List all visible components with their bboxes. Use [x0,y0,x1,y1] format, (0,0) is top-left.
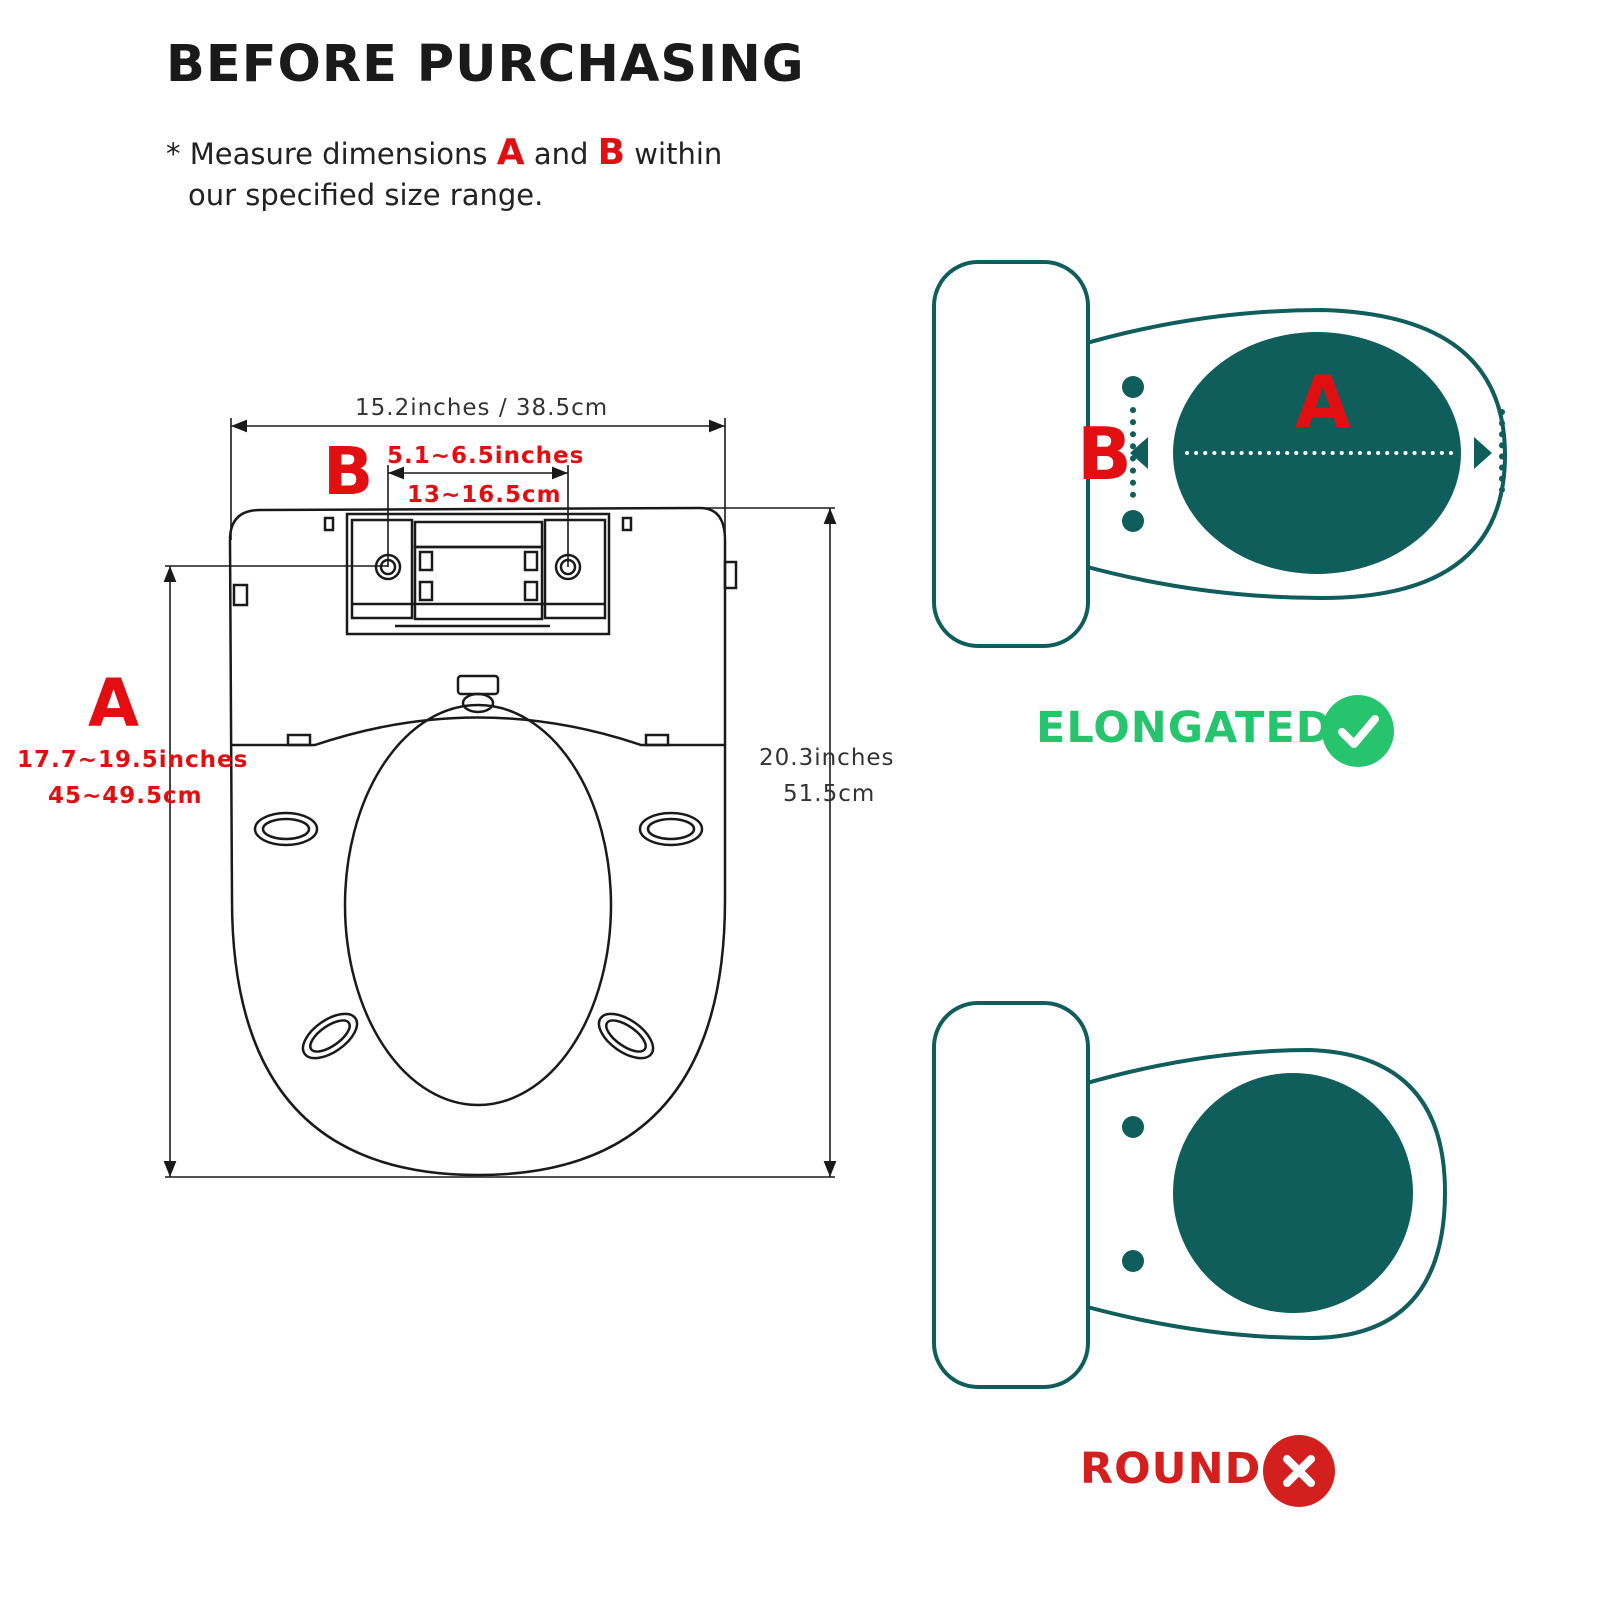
elongated-toilet [932,260,1508,648]
elongated-tank [932,260,1090,648]
a-inches-label: 17.7~19.5inches [17,747,249,773]
side-clip-left [232,583,249,607]
round-label: ROUND [1080,1444,1262,1494]
bumper-bottom-right [597,1012,655,1060]
b-inches-label: 5.1~6.5inches [387,443,585,469]
note-text-line2: our specified size range. [188,178,544,212]
notch-left [286,733,312,747]
elongated-letter-b: B [1077,412,1132,496]
elongated-bowl [1173,332,1461,574]
bumper-top-right [638,811,704,847]
elongated-bowl-outline [1079,307,1508,601]
lid-latch [456,674,500,696]
note-text-and: and [533,137,589,171]
bumper-top-left [253,811,319,847]
round-bowl-outline [1079,1047,1448,1341]
hinge-bracket [345,512,611,636]
toilet-seat-drawing [228,506,738,1177]
seat-letter-b: B [323,433,374,510]
check-icon [1322,695,1394,767]
measure-note: * Measure dimensions A and B within our … [166,132,722,216]
a-cm-label: 45~49.5cm [48,783,203,809]
note-asterisk: * [166,137,181,171]
round-bowl [1173,1073,1413,1313]
note-text-within: within [634,137,723,171]
cross-icon [1263,1435,1335,1507]
elongated-letter-a: A [1295,360,1351,444]
elongated-label: ELONGATED [1036,703,1333,753]
seat-opening [343,703,613,1107]
seat-front-line [232,716,725,747]
round-tank [932,1001,1090,1389]
note-letter-b: B [597,132,626,173]
round-toilet [932,1001,1448,1389]
side-button [723,560,738,590]
length-inches-label: 20.3inches [759,745,895,771]
length-cm-label: 51.5cm [783,781,876,807]
dimension-lines [163,418,837,1178]
bumper-bottom-left [301,1012,359,1060]
notch-right [644,733,670,747]
note-text-start: Measure dimensions [189,137,488,171]
note-letter-a: A [496,132,525,173]
b-cm-label: 13~16.5cm [407,482,562,508]
seat-letter-a: A [88,665,140,742]
page-title: BEFORE PURCHASING [166,35,805,94]
width-label: 15.2inches / 38.5cm [355,395,609,421]
a-arrow-left [1130,437,1148,469]
a-arrow-right [1474,437,1492,469]
